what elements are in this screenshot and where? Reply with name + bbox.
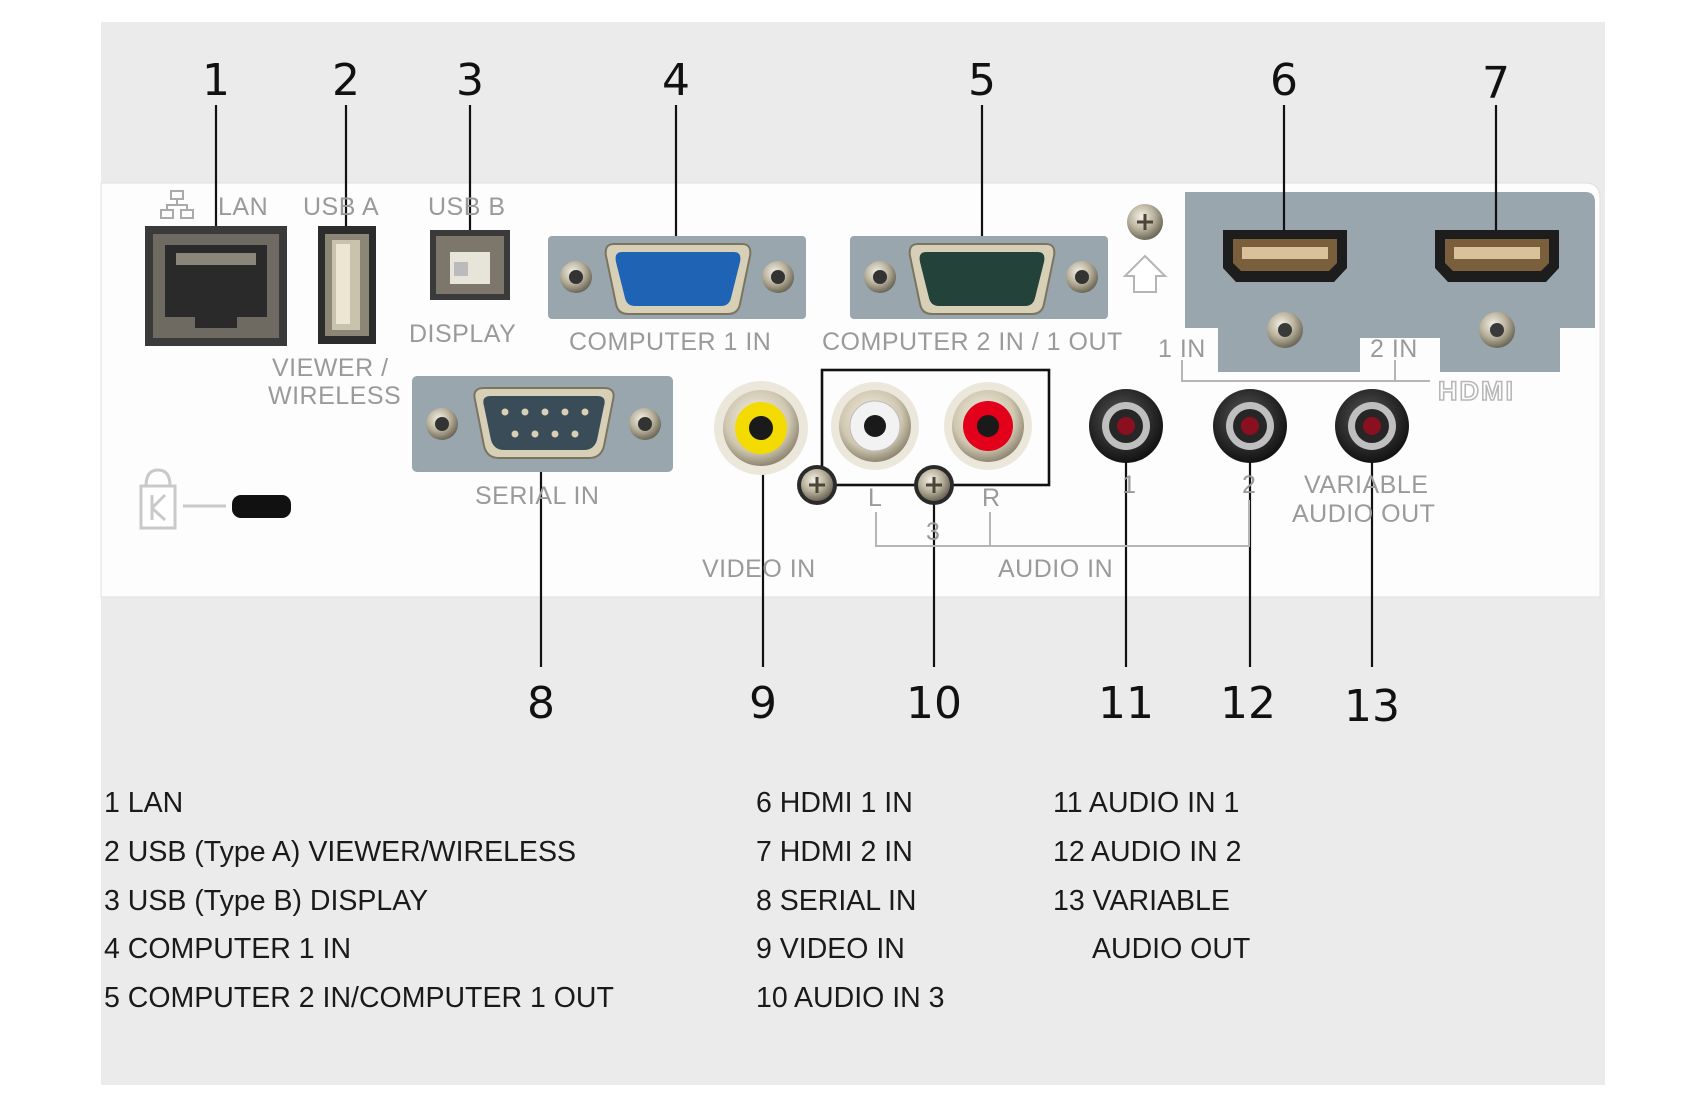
hdmi-logo: HDMI [1438, 376, 1515, 406]
callout-13: 13 [1344, 681, 1400, 732]
audio-in3-left-jack[interactable] [831, 382, 919, 470]
legend-item: 13 VARIABLE [1053, 885, 1230, 917]
label-usb-a: USB A [303, 193, 379, 221]
panel-labels: LAN USB A USB B DISPLAY VIEWER / WIRELES… [218, 193, 1435, 583]
label-l: L [868, 484, 882, 512]
callout-9: 9 [749, 678, 777, 729]
label-video-in: VIDEO IN [702, 555, 816, 583]
legend-item: 11 AUDIO IN 1 [1053, 787, 1239, 819]
callout-5: 5 [968, 55, 996, 106]
usb-b-port[interactable] [430, 230, 510, 300]
legend-item: 3 USB (Type B) DISPLAY [104, 885, 428, 917]
label-wireless: WIRELESS [268, 382, 401, 410]
audio-in2-jack[interactable] [1213, 389, 1287, 463]
legend: 1 LAN 2 USB (Type A) VIEWER/WIRELESS 3 U… [104, 787, 1250, 1014]
callout-11: 11 [1098, 678, 1154, 729]
label-hdmi-1in: 1 IN [1158, 335, 1206, 363]
label-3: 3 [926, 518, 940, 546]
network-icon [160, 190, 194, 219]
label-2: 2 [1242, 471, 1256, 499]
arrow-up-icon [1122, 254, 1168, 293]
ground-screw [1127, 204, 1163, 240]
label-usb-b: USB B [428, 193, 506, 221]
hdmi2-in-port[interactable] [1435, 230, 1559, 348]
security-slot[interactable] [232, 495, 291, 518]
video-in-jack[interactable] [714, 381, 808, 475]
callout-1: 1 [202, 55, 230, 106]
audio-in1-jack[interactable] [1089, 389, 1163, 463]
label-computer1-in: COMPUTER 1 IN [569, 328, 771, 356]
hdmi-bracket [1181, 360, 1430, 382]
label-audio-in: AUDIO IN [998, 555, 1113, 583]
hdmi1-in-port[interactable] [1223, 230, 1347, 348]
lan-port[interactable] [145, 226, 287, 346]
callout-7: 7 [1482, 58, 1510, 109]
usb-a-port[interactable] [318, 226, 376, 344]
legend-item: 8 SERIAL IN [756, 885, 917, 917]
callout-10: 10 [906, 678, 962, 729]
label-1: 1 [1122, 471, 1136, 499]
label-lan: LAN [218, 193, 268, 221]
callout-4: 4 [662, 55, 690, 106]
legend-item: AUDIO OUT [1092, 933, 1250, 965]
audio-in-bracket [875, 500, 1250, 547]
callout-numbers: 1 2 3 4 5 6 7 8 9 10 11 12 13 [202, 55, 1510, 732]
label-viewer: VIEWER / [272, 354, 389, 382]
legend-item: 7 HDMI 2 IN [756, 836, 913, 868]
legend-item: 9 VIDEO IN [756, 933, 905, 965]
kensington-lock-icon [139, 468, 226, 530]
label-display: DISPLAY [409, 320, 516, 348]
label-computer2: COMPUTER 2 IN / 1 OUT [822, 328, 1123, 356]
callout-3: 3 [456, 55, 484, 106]
legend-item: 2 USB (Type A) VIEWER/WIRELESS [104, 836, 576, 868]
label-hdmi-2in: 2 IN [1370, 335, 1418, 363]
legend-item: 5 COMPUTER 2 IN/COMPUTER 1 OUT [104, 982, 614, 1014]
computer1-in-port[interactable] [548, 236, 806, 319]
audio-screws [797, 465, 954, 505]
legend-item: 4 COMPUTER 1 IN [104, 933, 351, 965]
computer2-in-1-out-port[interactable] [850, 236, 1108, 319]
callout-lines [214, 105, 1498, 667]
serial-in-port[interactable] [412, 376, 673, 472]
label-serial-in: SERIAL IN [475, 482, 599, 510]
label-audio-out: AUDIO OUT [1292, 500, 1435, 528]
label-variable: VARIABLE [1304, 471, 1428, 499]
legend-item: 12 AUDIO IN 2 [1053, 836, 1242, 868]
legend-item: 1 LAN [104, 787, 183, 819]
callout-12: 12 [1220, 678, 1276, 729]
callout-2: 2 [332, 55, 360, 106]
audio-in3-right-jack[interactable] [944, 382, 1032, 470]
callout-8: 8 [527, 678, 555, 729]
legend-item: 10 AUDIO IN 3 [756, 982, 945, 1014]
label-r: R [982, 484, 1001, 512]
callout-6: 6 [1270, 55, 1298, 106]
legend-item: 6 HDMI 1 IN [756, 787, 913, 819]
variable-audio-out-jack[interactable] [1335, 389, 1409, 463]
